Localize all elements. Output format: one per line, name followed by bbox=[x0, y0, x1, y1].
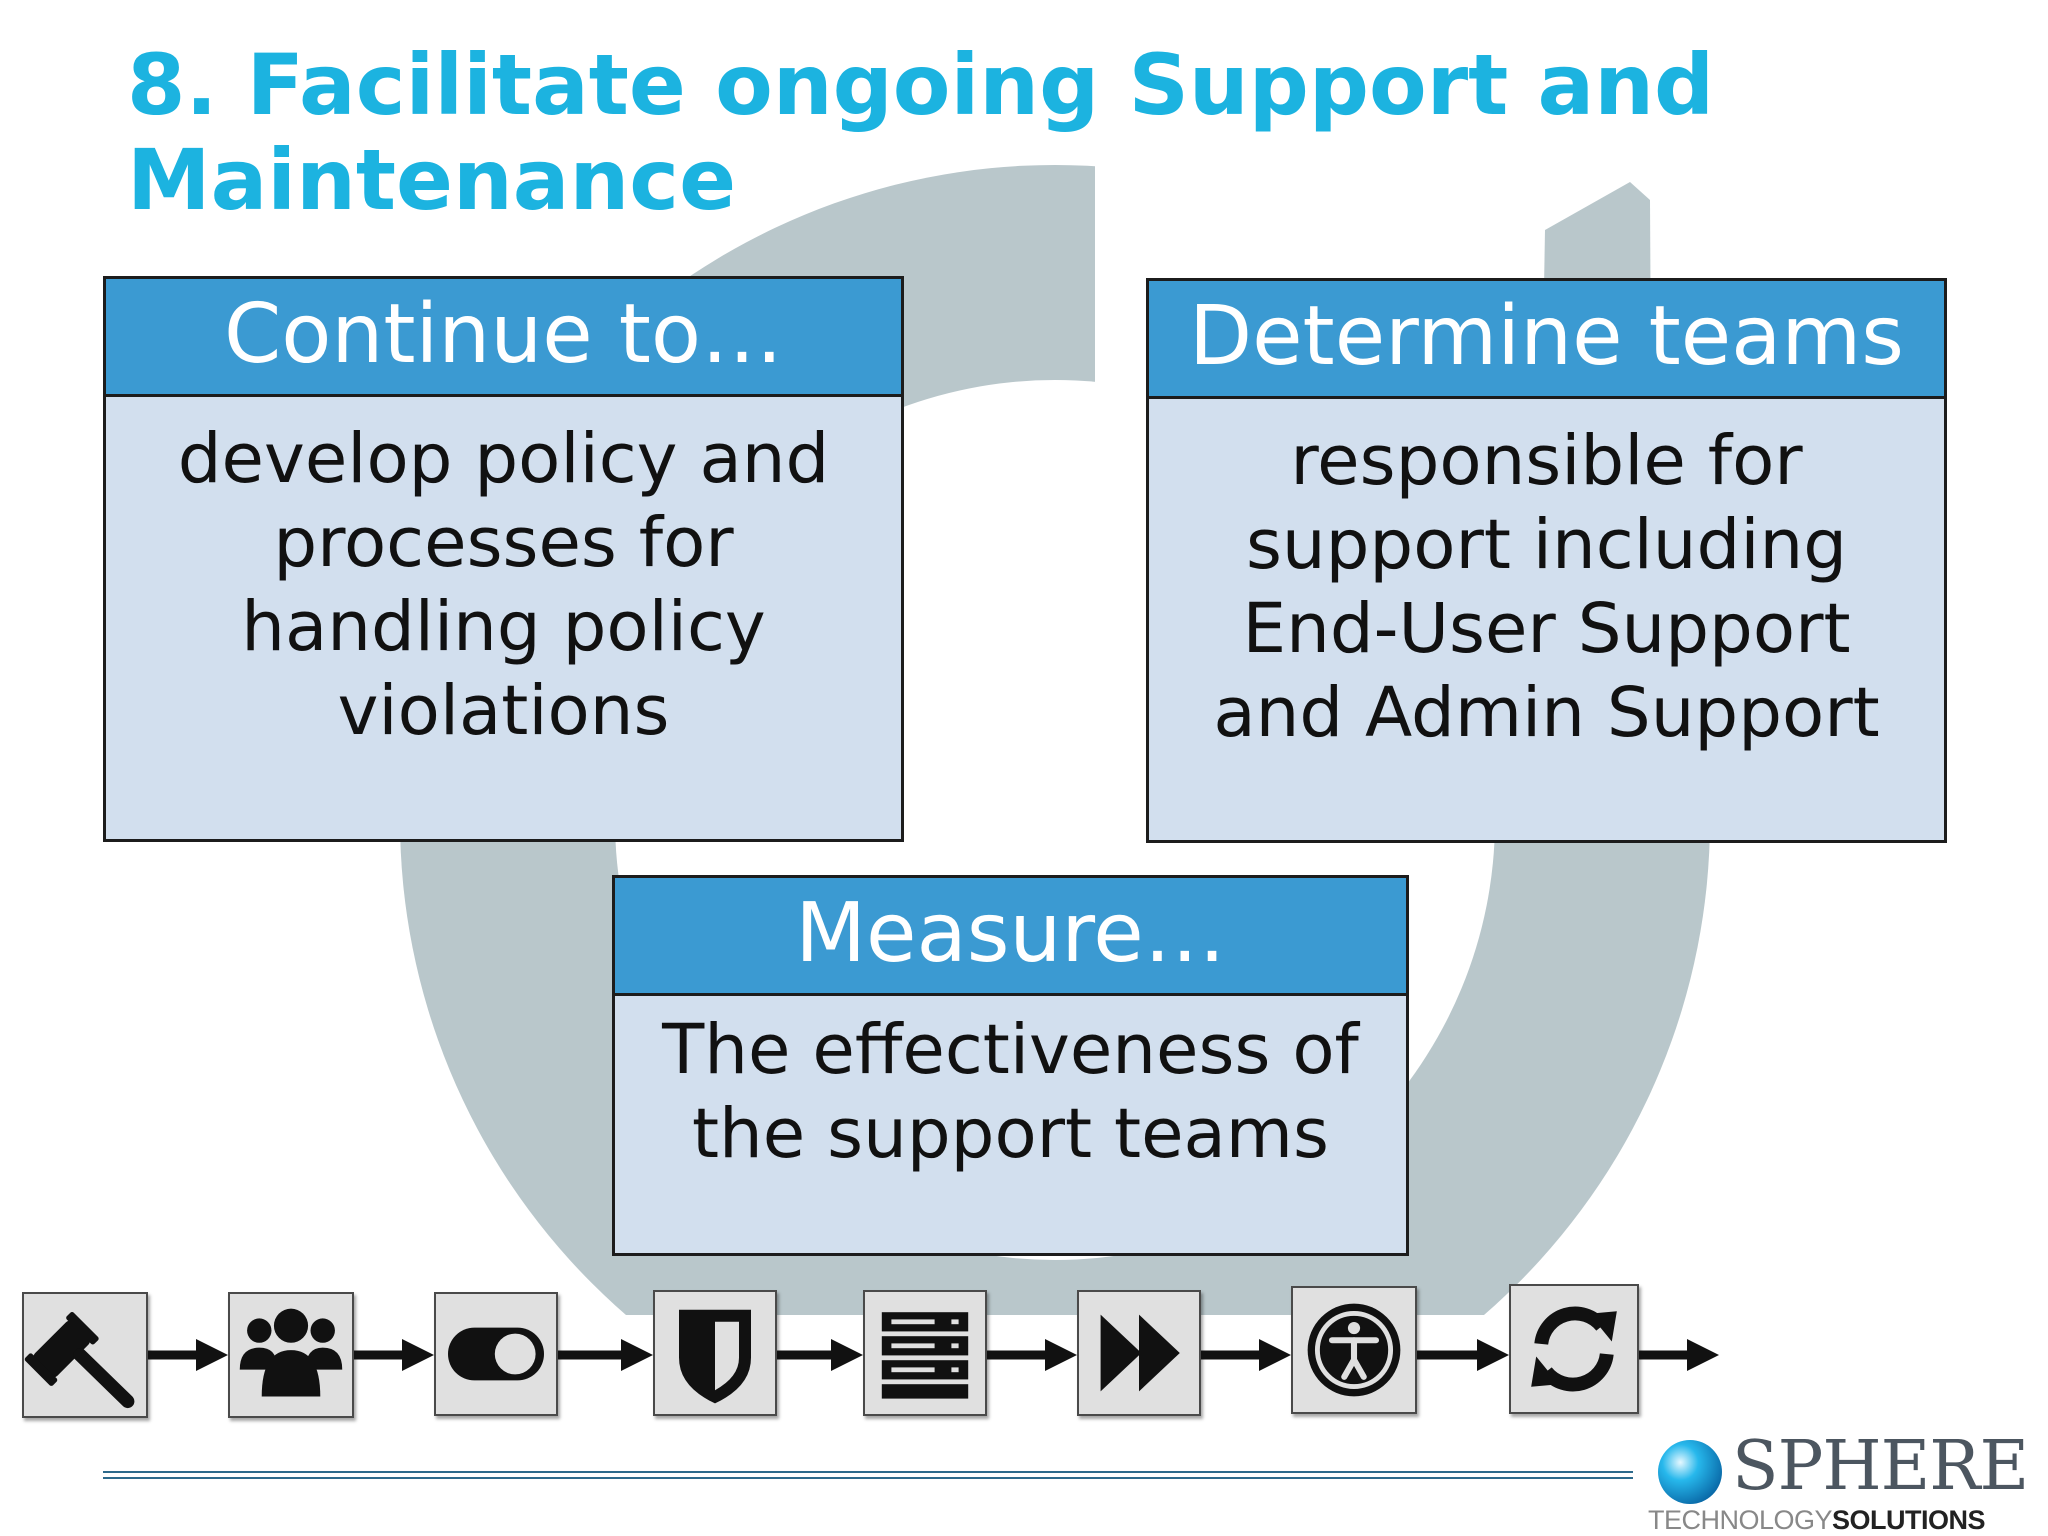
sphere-logo-globe bbox=[1658, 1440, 1722, 1504]
logo-tagline-b: SOLUTIONS bbox=[1832, 1505, 1986, 1535]
sphere-logo: SPHERE TECHNOLOGYSOLUTIONS bbox=[1640, 1432, 2029, 1535]
server-icon bbox=[863, 1290, 987, 1416]
card-body: responsible for support including End-Us… bbox=[1213, 421, 1880, 753]
card-determine-teams: Determine teams responsible for support … bbox=[1146, 278, 1947, 843]
card-continue: Continue to… develop policy and processe… bbox=[103, 276, 904, 842]
flow-arrow bbox=[148, 1339, 228, 1371]
fast-forward-icon bbox=[1077, 1290, 1201, 1416]
footer-divider bbox=[103, 1471, 1633, 1479]
card-heading: Measure… bbox=[615, 878, 1406, 996]
logo-name: SPHERE bbox=[1732, 1427, 2029, 1506]
card-measure: Measure… The effectiveness of the suppor… bbox=[612, 875, 1409, 1256]
flow-arrow bbox=[1417, 1339, 1509, 1371]
flow-arrow bbox=[777, 1339, 863, 1371]
flow-arrow bbox=[1639, 1339, 1719, 1371]
accessibility-icon bbox=[1291, 1286, 1417, 1414]
logo-tagline: TECHNOLOGYSOLUTIONS bbox=[1648, 1505, 1986, 1535]
card-body: develop policy and processes for handlin… bbox=[177, 419, 830, 751]
card-heading: Continue to… bbox=[106, 279, 901, 397]
flow-arrow bbox=[354, 1339, 434, 1371]
flow-arrow bbox=[558, 1339, 653, 1371]
gavel-icon bbox=[22, 1292, 148, 1418]
card-heading: Determine teams bbox=[1149, 281, 1944, 399]
flow-arrow bbox=[987, 1339, 1077, 1371]
page-title: 8. Facilitate ongoing Support and Mainte… bbox=[127, 36, 1715, 229]
card-body: The effectiveness of the support teams bbox=[662, 1010, 1359, 1174]
refresh-icon bbox=[1509, 1284, 1639, 1414]
users-icon bbox=[228, 1292, 354, 1418]
flow-arrow bbox=[1201, 1339, 1291, 1371]
process-icon-flow bbox=[0, 1270, 2048, 1430]
shield-icon bbox=[653, 1290, 777, 1416]
toggle-icon bbox=[434, 1292, 558, 1416]
logo-tagline-a: TECHNOLOGY bbox=[1648, 1505, 1833, 1535]
